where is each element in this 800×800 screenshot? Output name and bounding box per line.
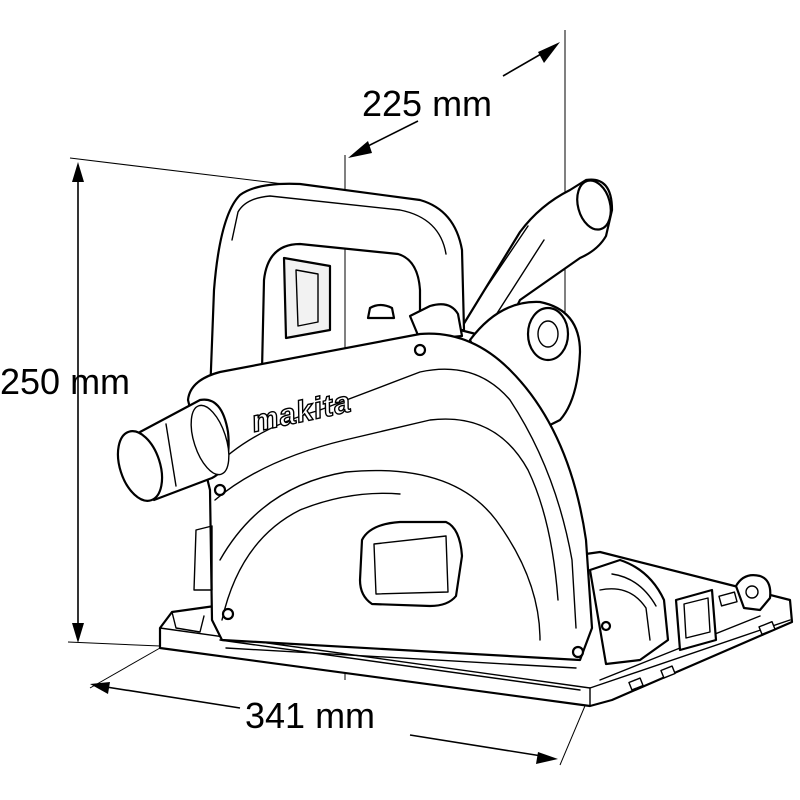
blade-guard <box>186 332 594 669</box>
lock-lever-icon <box>366 303 396 320</box>
height-arrow-bottom <box>72 623 84 643</box>
rear-handle <box>458 178 614 342</box>
length-arrow-right <box>536 752 558 764</box>
height-dimension <box>67 157 301 647</box>
screw-icon <box>221 607 235 621</box>
depth-stop <box>588 558 772 666</box>
screw-icon <box>413 343 427 357</box>
screw-icon <box>213 483 227 497</box>
screw-icon <box>571 645 585 659</box>
saw-body: makita <box>116 178 794 708</box>
length-label: 341 mm <box>245 695 375 736</box>
top-handle <box>208 182 466 397</box>
height-arrow-top <box>72 162 84 182</box>
height-label: 250 mm <box>0 361 130 402</box>
screw-icon <box>600 620 612 632</box>
length-arrow-left <box>90 682 110 694</box>
depth-arrow-left <box>348 141 372 158</box>
depth-label: 225 mm <box>362 83 492 124</box>
depth-arrow-right <box>538 42 560 63</box>
dust-port <box>116 398 230 502</box>
motor-housing <box>468 300 582 442</box>
